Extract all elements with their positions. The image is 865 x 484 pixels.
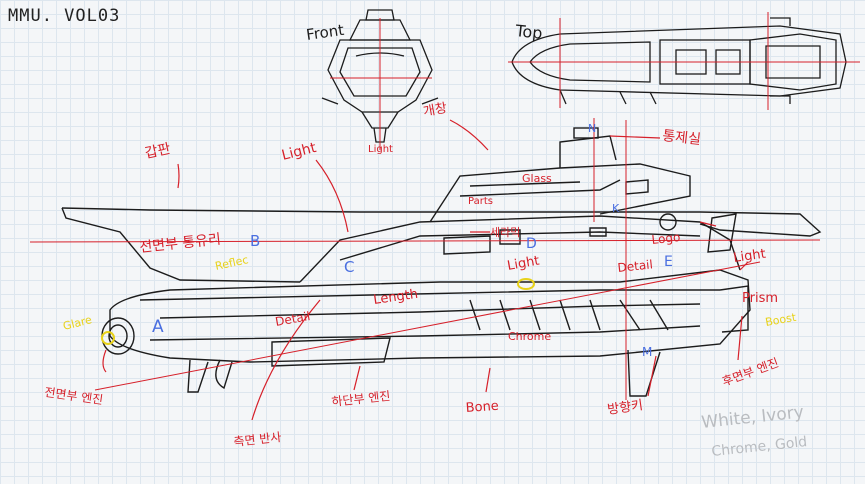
- note-light-1: Light: [280, 140, 318, 164]
- blue-labels: B C D E A M K N: [152, 122, 673, 359]
- material-line-1: White, Ivory: [700, 402, 804, 433]
- note-front-engine: 전면부 엔진: [44, 385, 104, 407]
- top-label: Top: [514, 21, 544, 43]
- note-reflec: Reflec: [214, 253, 250, 273]
- light-highlight: [517, 278, 535, 290]
- note-glare: Glare: [62, 313, 94, 333]
- label-e: E: [664, 254, 673, 270]
- note-light-2: Light: [506, 254, 541, 274]
- label-n: N: [588, 122, 596, 135]
- side-view: [61, 127, 822, 397]
- note-window-glass: 개창: [422, 101, 448, 120]
- glare-highlight: [101, 331, 115, 345]
- note-prism: Prism: [742, 291, 778, 306]
- note-ceramic: 세라믹: [490, 226, 520, 239]
- note-logo: Logo: [651, 230, 681, 247]
- label-k: K: [612, 202, 620, 215]
- note-rear-engine: 후면부 엔진: [720, 355, 780, 388]
- note-deck-plate: 갑판: [144, 141, 173, 162]
- note-chrome: Chrome: [508, 330, 551, 343]
- note-front-glass: 전면부 통유리: [139, 232, 222, 256]
- note-booster: Boost: [764, 311, 798, 329]
- label-a: A: [152, 317, 164, 337]
- note-glass: Glass: [522, 172, 552, 185]
- note-stabilizer: 방향키: [606, 398, 644, 418]
- note-detail-2: Detail: [274, 309, 311, 329]
- label-c: C: [344, 258, 354, 276]
- label-b: B: [250, 232, 260, 250]
- sheet-title: MMU. VOL03: [8, 6, 121, 26]
- note-bone: Bone: [465, 399, 499, 416]
- annotation-arrows: [102, 119, 749, 421]
- note-lower-engine: 하단부 엔진: [331, 389, 391, 409]
- guide-lines: [29, 118, 821, 400]
- top-view: [511, 17, 847, 105]
- note-detail-1: Detail: [617, 257, 654, 275]
- note-length: Length: [372, 287, 418, 308]
- material-notes: White, Ivory Chrome, Gold: [700, 402, 807, 460]
- red-notes: 갑판 Light 개창 통제실 Glass Parts 세라믹 Logo 전면부…: [44, 101, 781, 449]
- label-d: D: [526, 236, 537, 252]
- note-side-lamp: 측면 반사: [233, 430, 282, 449]
- note-parts: Parts: [468, 196, 493, 207]
- note-bridge: 통제실: [662, 128, 702, 148]
- label-m: M: [642, 345, 652, 359]
- front-light-note: Light: [368, 144, 393, 155]
- note-light-3: Light: [732, 247, 766, 266]
- material-line-2: Chrome, Gold: [711, 434, 808, 460]
- front-label: Front: [305, 21, 345, 44]
